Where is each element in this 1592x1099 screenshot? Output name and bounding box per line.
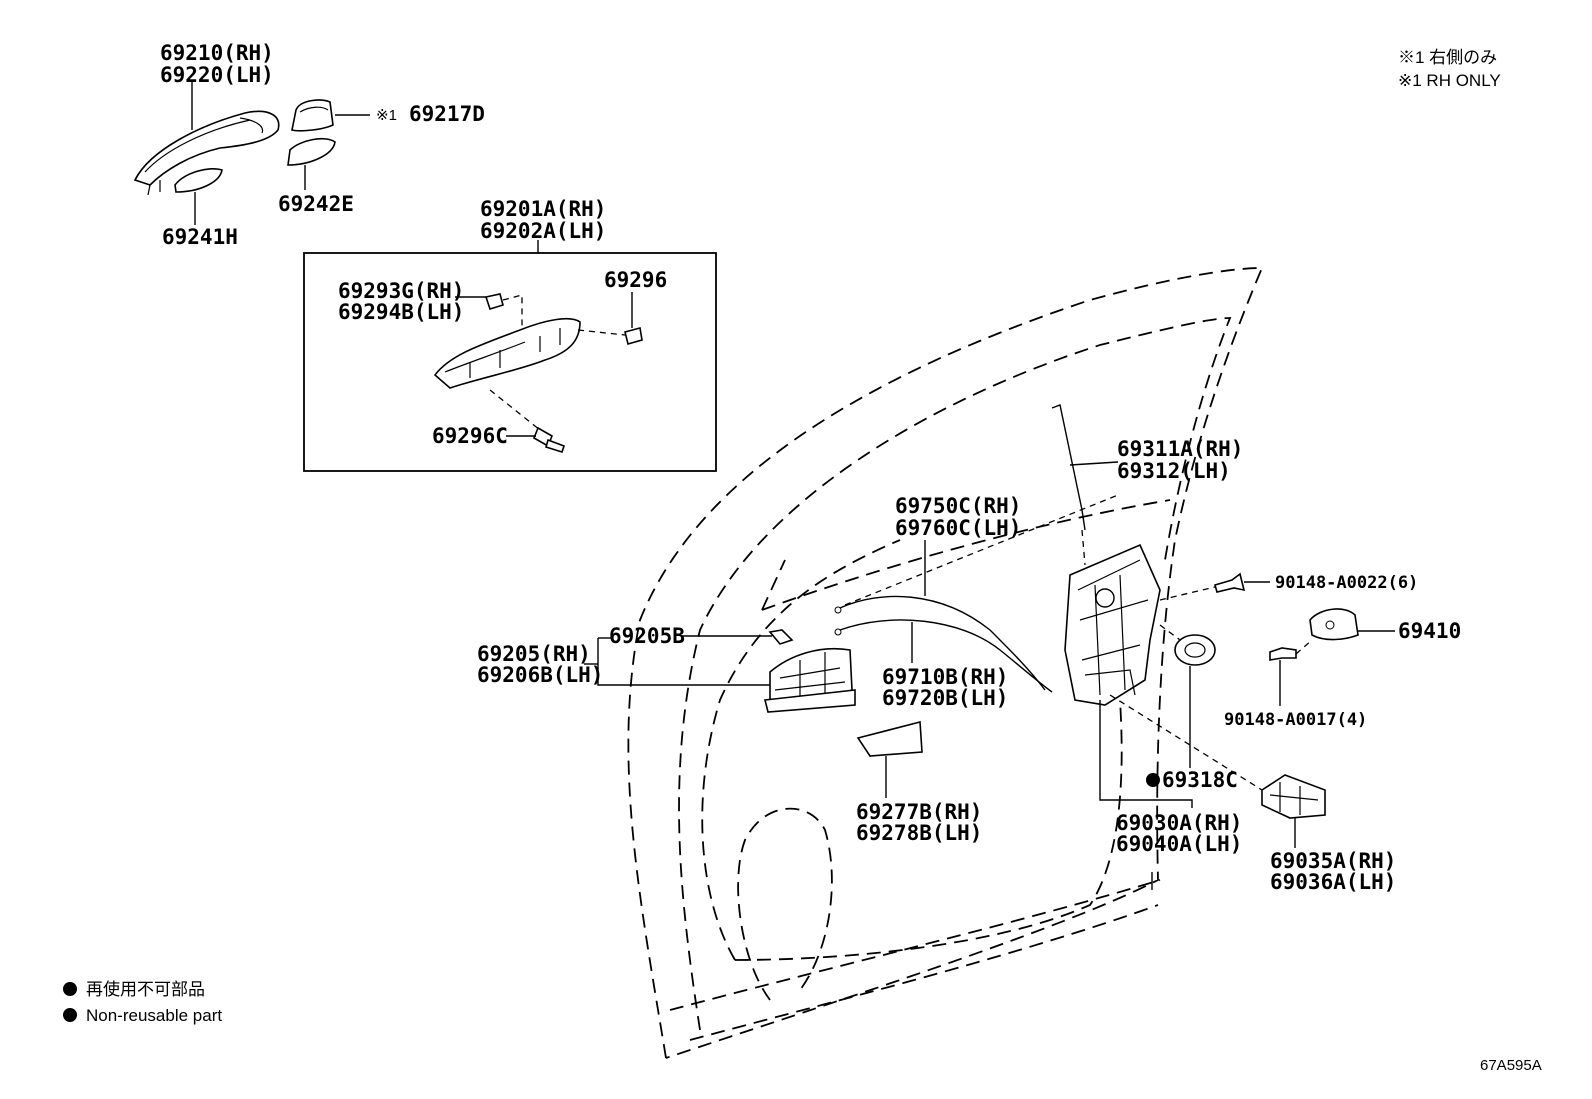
screw-69296c bbox=[532, 426, 566, 453]
note-rh-only-jp: ※1 右側のみ bbox=[1398, 48, 1497, 67]
label-69278b: 69278B(LH) bbox=[856, 821, 982, 845]
label-69760c: 69760C(LH) bbox=[895, 516, 1021, 540]
legend-jp: 再使用不可部品 bbox=[86, 979, 205, 999]
label-69750c: 69750C(RH) bbox=[895, 494, 1021, 518]
label-69242e: 69242E bbox=[278, 192, 354, 216]
frame-assembly-box bbox=[303, 252, 717, 472]
handle-frame bbox=[433, 317, 581, 389]
lock-seal-69318c bbox=[1174, 634, 1216, 666]
label-69241h: 69241H bbox=[162, 225, 238, 249]
inside-handle-69205 bbox=[764, 647, 856, 713]
label-69312: 69312(LH) bbox=[1117, 459, 1231, 483]
label-69710b: 69710B(RH) bbox=[882, 665, 1008, 689]
screw-90148-a0017 bbox=[1269, 647, 1297, 661]
figure-code: 67A595A bbox=[1480, 1057, 1542, 1074]
label-69294b: 69294B(LH) bbox=[338, 300, 464, 324]
cable-69750c bbox=[834, 595, 1046, 691]
striker-69410 bbox=[1309, 608, 1359, 641]
label-69720b: 69720B(LH) bbox=[882, 686, 1008, 710]
lock-rod-69311a bbox=[1051, 404, 1086, 531]
outside-handle bbox=[133, 110, 280, 196]
label-69220: 69220(LH) bbox=[160, 63, 274, 87]
door-outline bbox=[627, 267, 1264, 1059]
label-69040a: 69040A(LH) bbox=[1116, 832, 1242, 856]
pull-cup-69277b bbox=[856, 720, 923, 757]
legend-en: Non-reusable part bbox=[86, 1006, 222, 1025]
frame-insert-69293g bbox=[484, 293, 504, 310]
handle-pad-69241h bbox=[174, 168, 223, 193]
label-69035a: 69035A(RH) bbox=[1270, 849, 1396, 873]
door-lock-69030a bbox=[1064, 543, 1161, 706]
part-labels: 69210(RH) 69220(LH) ※1 69217D 69242E 692… bbox=[160, 41, 1461, 894]
label-69217d: 69217D bbox=[409, 102, 485, 126]
clip-69205b bbox=[768, 629, 794, 645]
label-69210: 69210(RH) bbox=[160, 41, 274, 65]
label-90148-a0022: 90148-A0022(6) bbox=[1275, 573, 1418, 593]
note-rh-only-en: ※1 RH ONLY bbox=[1398, 71, 1501, 90]
label-69201a: 69201A(RH) bbox=[480, 197, 606, 221]
lock-cover-69035a bbox=[1261, 774, 1326, 819]
label-69205b: 69205B bbox=[609, 624, 685, 648]
label-69217d-mark: ※1 bbox=[376, 107, 397, 124]
label-69205: 69205(RH) bbox=[477, 642, 591, 666]
screw-69296 bbox=[624, 327, 643, 345]
screw-90148-a0022 bbox=[1214, 572, 1246, 593]
label-69202a: 69202A(LH) bbox=[480, 219, 606, 243]
label-69318c: 69318C bbox=[1162, 768, 1238, 792]
label-69206b: 69206B(LH) bbox=[477, 663, 603, 687]
label-90148-a0017: 90148-A0017(4) bbox=[1224, 710, 1367, 730]
label-69296c: 69296C bbox=[432, 424, 508, 448]
legend-dot-icon bbox=[63, 1008, 77, 1022]
label-69311a: 69311A(RH) bbox=[1117, 437, 1243, 461]
cable-69710b bbox=[834, 619, 1053, 693]
label-69293g: 69293G(RH) bbox=[338, 279, 464, 303]
label-69277b: 69277B(RH) bbox=[856, 800, 982, 824]
handle-pad-69242e bbox=[287, 138, 336, 166]
label-69030a: 69030A(RH) bbox=[1116, 811, 1242, 835]
notes: ※1 右側のみ ※1 RH ONLY 再使用不可部品 Non-reusable … bbox=[63, 48, 1542, 1074]
label-69036a: 69036A(LH) bbox=[1270, 870, 1396, 894]
label-69410: 69410 bbox=[1398, 619, 1461, 643]
legend-dot-icon bbox=[63, 982, 77, 996]
label-69296: 69296 bbox=[604, 268, 667, 292]
handle-cover-69217d bbox=[291, 99, 334, 132]
non-reusable-dot-69318c bbox=[1146, 773, 1160, 787]
speaker-opening bbox=[737, 807, 833, 1001]
